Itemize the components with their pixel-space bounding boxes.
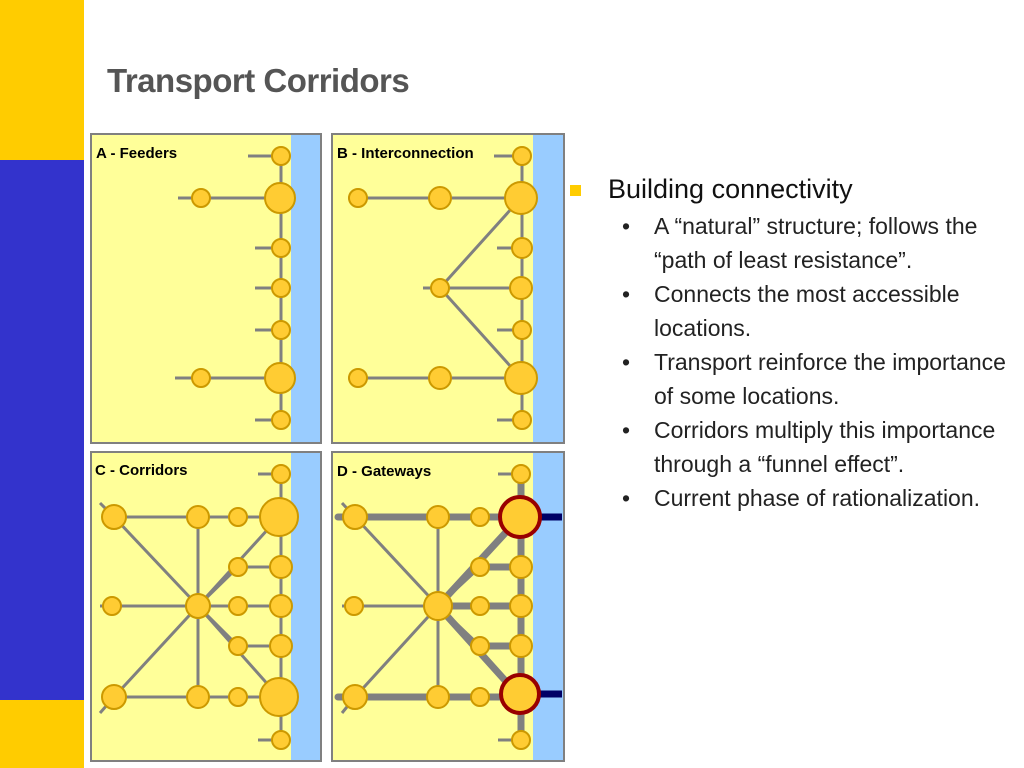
- node: [228, 557, 248, 577]
- main-bullet: Building connectivity: [566, 172, 1011, 206]
- node: [271, 238, 291, 258]
- slide-title: Transport Corridors: [107, 62, 410, 99]
- node: [348, 188, 368, 208]
- node: [269, 594, 293, 618]
- panel-d-label: D - Gateways: [337, 463, 431, 480]
- sub-bullet-item: • Current phase of rationalization.: [566, 482, 1011, 516]
- bullet-dot-icon: •: [622, 485, 631, 511]
- panel-b-nodes: [348, 146, 538, 430]
- node: [342, 504, 368, 530]
- bullet-dot-icon: •: [622, 417, 631, 443]
- node-large: [264, 362, 296, 394]
- node-large: [259, 497, 299, 537]
- node: [271, 320, 291, 340]
- water-strip: [533, 453, 563, 760]
- square-bullet-icon: [570, 185, 581, 196]
- node: [191, 188, 211, 208]
- node: [228, 687, 248, 707]
- node: [342, 684, 368, 710]
- node: [344, 596, 364, 616]
- node: [102, 596, 122, 616]
- side-band-yellow-top: [0, 0, 84, 160]
- bullet-list: Building connectivity • A “natural” stru…: [566, 172, 1011, 517]
- sub-bullet-text: Connects the most accessible locations.: [654, 281, 960, 341]
- node: [271, 730, 291, 750]
- panel-c-corridors: C - Corridors: [90, 451, 322, 762]
- node: [191, 368, 211, 388]
- node: [470, 596, 490, 616]
- sub-bullet-item: • A “natural” structure; follows the “pa…: [566, 210, 1011, 277]
- panel-b-label: B - Interconnection: [337, 145, 474, 162]
- water-strip: [291, 453, 320, 760]
- bullet-dot-icon: •: [622, 213, 631, 239]
- node: [509, 594, 533, 618]
- water-strip: [291, 135, 320, 442]
- node: [101, 504, 127, 530]
- panel-d-gateways: D - Gateways: [331, 451, 565, 762]
- sub-bullet-list: • A “natural” structure; follows the “pa…: [566, 210, 1011, 516]
- sub-bullet-text: A “natural” structure; follows the “path…: [654, 213, 978, 273]
- node: [511, 237, 533, 259]
- node: [185, 593, 211, 619]
- gateway-node: [499, 673, 541, 715]
- node-large: [504, 181, 538, 215]
- panel-a-label: A - Feeders: [96, 145, 177, 162]
- node-large: [504, 361, 538, 395]
- bullet-dot-icon: •: [622, 349, 631, 375]
- node: [101, 684, 127, 710]
- water-strip: [533, 135, 563, 442]
- panel-c-label: C - Corridors: [95, 462, 188, 479]
- node: [271, 410, 291, 430]
- node: [470, 507, 490, 527]
- gateway-node: [498, 495, 542, 539]
- sub-bullet-text: Current phase of rationalization.: [654, 485, 981, 511]
- node: [228, 596, 248, 616]
- node: [511, 464, 531, 484]
- node-large: [264, 182, 296, 214]
- node: [512, 146, 532, 166]
- node: [348, 368, 368, 388]
- panel-d-nodes: [342, 464, 533, 750]
- node: [512, 410, 532, 430]
- node: [228, 507, 248, 527]
- node: [509, 634, 533, 658]
- node: [470, 636, 490, 656]
- node: [512, 320, 532, 340]
- node: [271, 146, 291, 166]
- node: [470, 687, 490, 707]
- node: [269, 555, 293, 579]
- node: [511, 730, 531, 750]
- node: [509, 555, 533, 579]
- node: [509, 276, 533, 300]
- sub-bullet-item: • Corridors multiply this importance thr…: [566, 414, 1011, 481]
- panel-a-nodes: [191, 146, 296, 430]
- sub-bullet-item: • Transport reinforce the importance of …: [566, 346, 1011, 413]
- node: [430, 278, 450, 298]
- node: [423, 591, 453, 621]
- main-bullet-text: Building connectivity: [608, 174, 853, 204]
- node: [428, 366, 452, 390]
- panel-b-interconnection: B - Interconnection: [331, 133, 565, 444]
- sub-bullet-text: Transport reinforce the importance of so…: [654, 349, 1006, 409]
- node: [271, 278, 291, 298]
- side-band-yellow-bottom: [0, 700, 84, 768]
- bullet-dot-icon: •: [622, 281, 631, 307]
- node: [271, 464, 291, 484]
- node: [228, 636, 248, 656]
- node: [470, 557, 490, 577]
- sub-bullet-text: Corridors multiply this importance throu…: [654, 417, 996, 477]
- node: [186, 685, 210, 709]
- node-large: [259, 677, 299, 717]
- node: [269, 634, 293, 658]
- sub-bullet-item: • Connects the most accessible locations…: [566, 278, 1011, 345]
- node: [186, 505, 210, 529]
- node: [426, 685, 450, 709]
- panel-a-feeders: A - Feeders: [90, 133, 322, 444]
- side-band-blue: [0, 160, 84, 700]
- node: [426, 505, 450, 529]
- panel-c-nodes: [101, 464, 299, 750]
- panel-d-gateway-nodes: [498, 495, 542, 715]
- node: [428, 186, 452, 210]
